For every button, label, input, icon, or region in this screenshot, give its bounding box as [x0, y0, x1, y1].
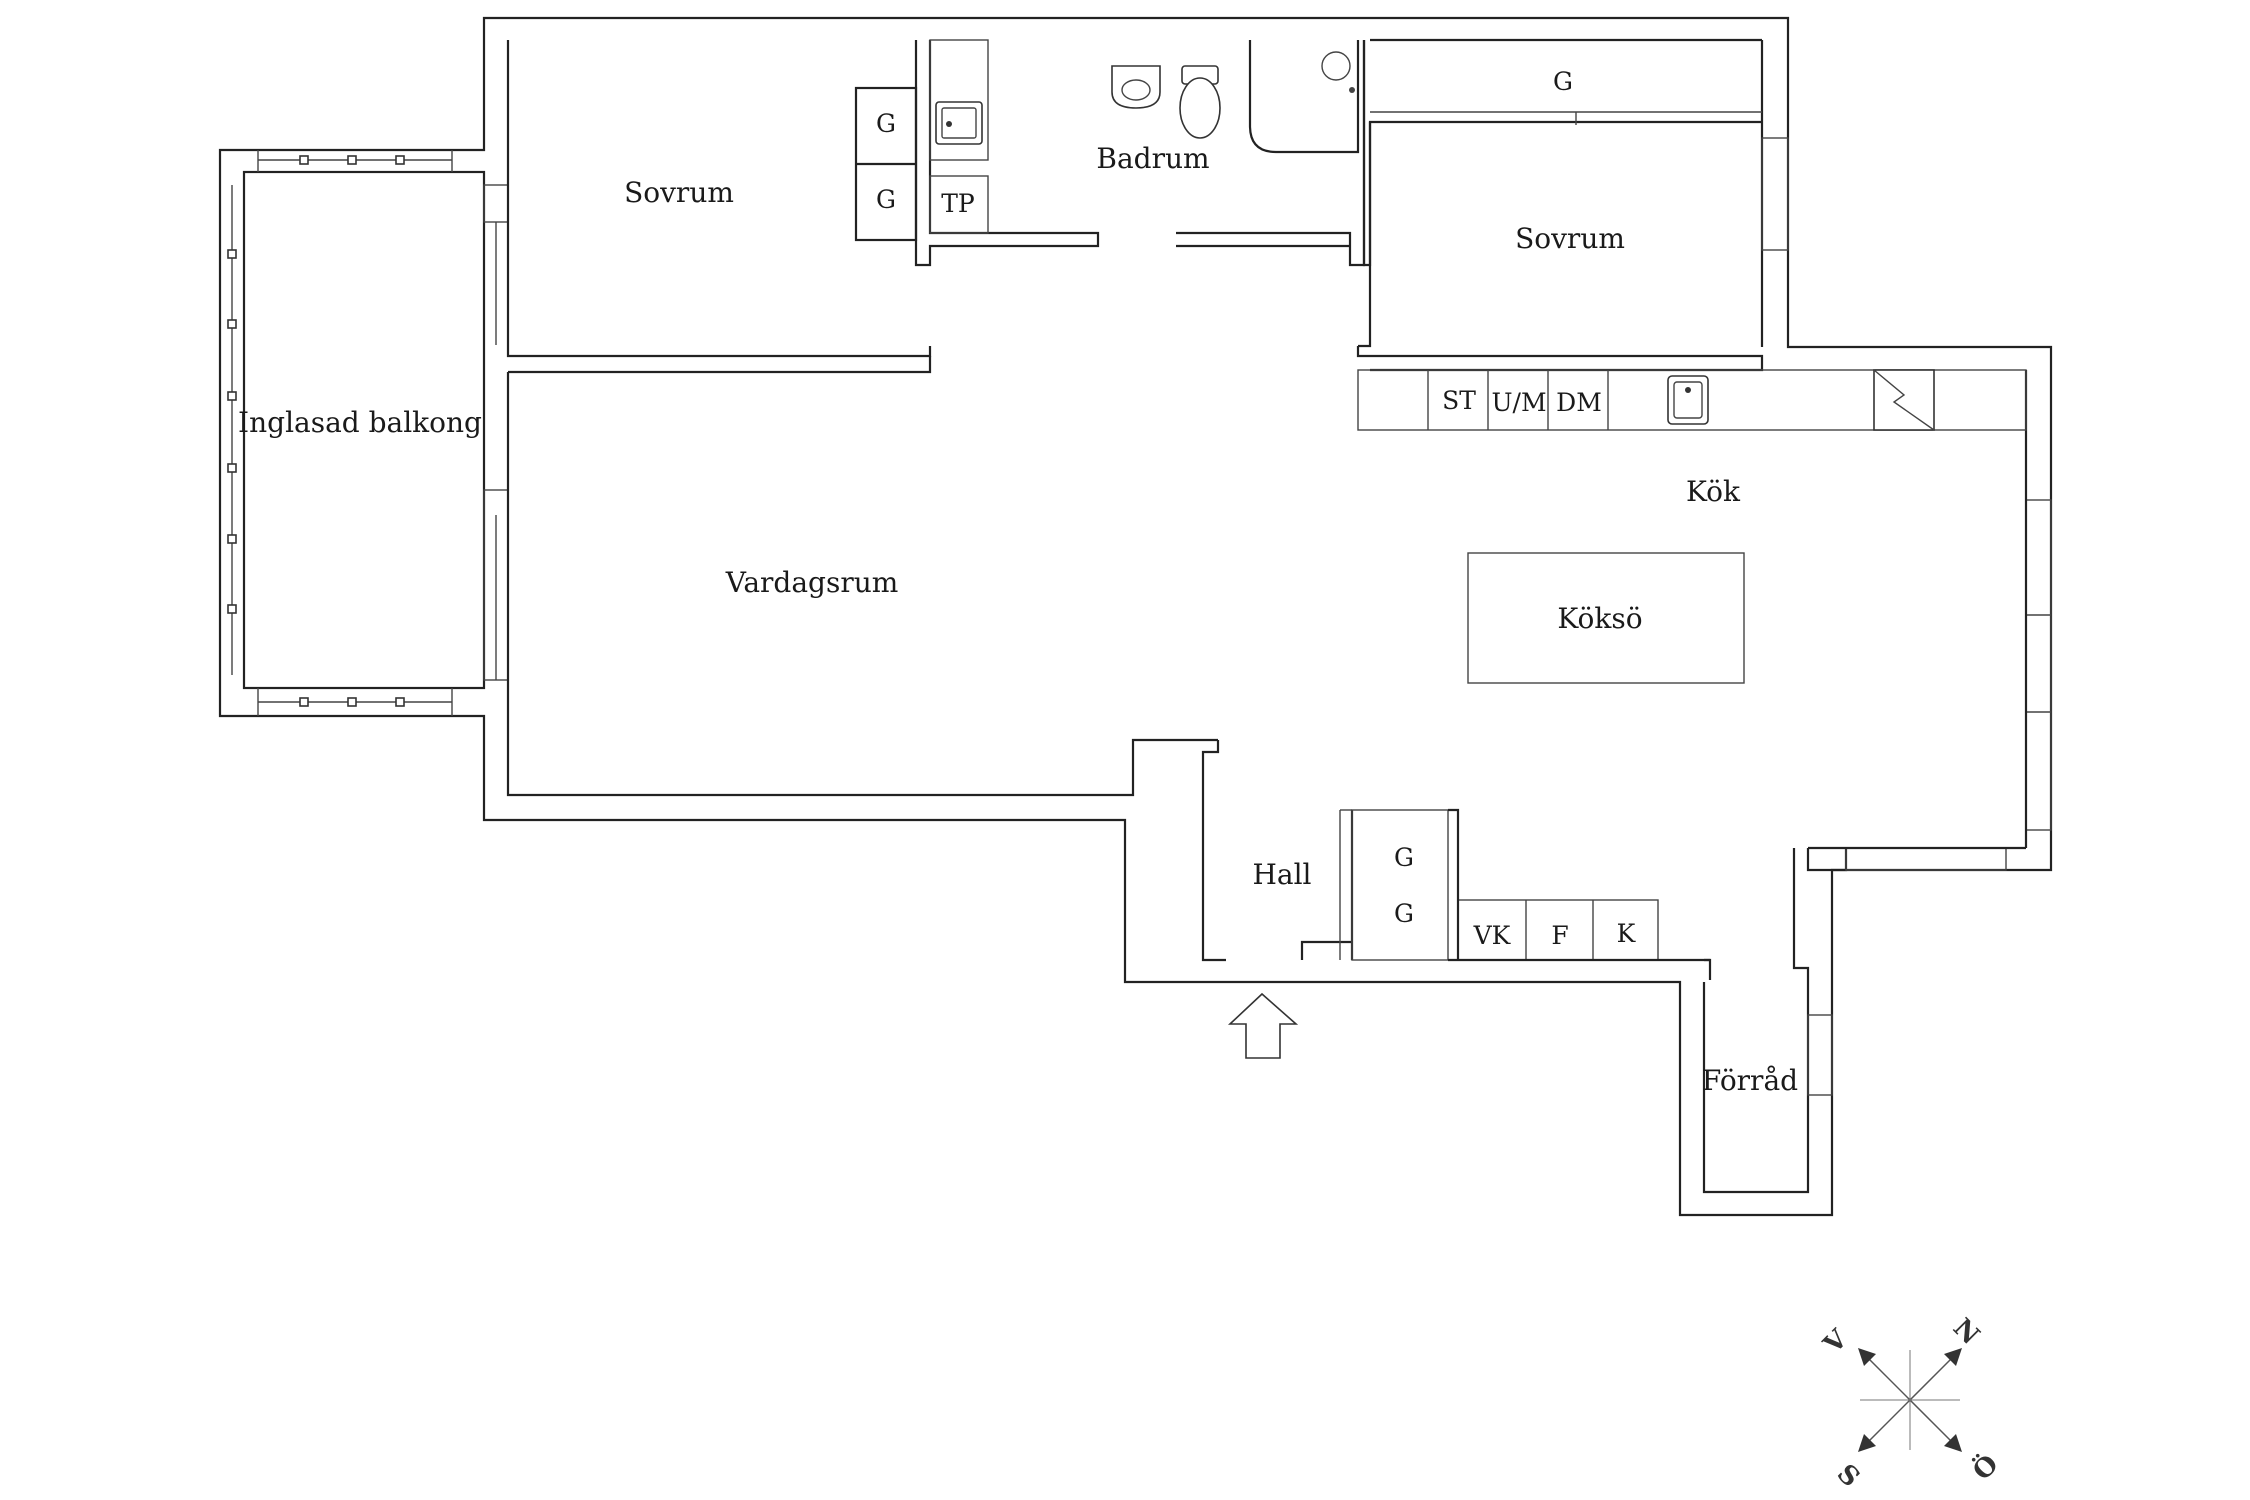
left-wall-openings [483, 184, 509, 681]
room-label-kitchen-island: Köksö [1557, 602, 1642, 635]
bathroom-sink-icon [935, 101, 983, 145]
wardrobe-label: G [1553, 67, 1573, 96]
compass-s: S [1831, 1459, 1865, 1493]
k-label: K [1617, 919, 1637, 948]
toilet-icon [1179, 65, 1221, 139]
wash-basin-icon [1111, 65, 1161, 109]
room-label-kitchen: Kök [1686, 475, 1741, 508]
compass-o: Ö [1966, 1448, 2005, 1487]
kitchen-island [1467, 552, 1745, 684]
bathroom-fixtures [935, 40, 1360, 154]
vk-label: VK [1473, 921, 1512, 950]
um-label: U/M [1491, 388, 1546, 417]
room-label-bedroom-right: Sovrum [1515, 222, 1625, 255]
balcony [227, 150, 486, 716]
shower-icon [1248, 40, 1360, 154]
compass-n: N [1947, 1313, 1985, 1351]
kitchen-counter [1357, 369, 2027, 431]
room-label-balcony: Inglasad balkong [238, 406, 482, 439]
tp-label: TP [941, 189, 975, 218]
compass-icon [1858, 1348, 1962, 1452]
dm-label: DM [1556, 388, 1602, 417]
outer-walls [218, 16, 2053, 1217]
wardrobe-label: G [876, 185, 896, 214]
f-label: F [1551, 921, 1568, 950]
compass-v: V [1818, 1324, 1855, 1361]
wardrobe-label: G [1394, 899, 1414, 928]
room-label-bathroom: Badrum [1096, 142, 1209, 175]
room-label-living: Vardagsrum [725, 566, 899, 599]
room-label-bedroom-left: Sovrum [624, 176, 734, 209]
entrance-arrow-icon [1227, 992, 1299, 1059]
wardrobe-label: G [1394, 843, 1414, 872]
room-label-storage: Förråd [1702, 1064, 1798, 1097]
room-label-hall: Hall [1252, 858, 1311, 891]
st-label: ST [1442, 386, 1476, 415]
wardrobe-label: G [876, 109, 896, 138]
